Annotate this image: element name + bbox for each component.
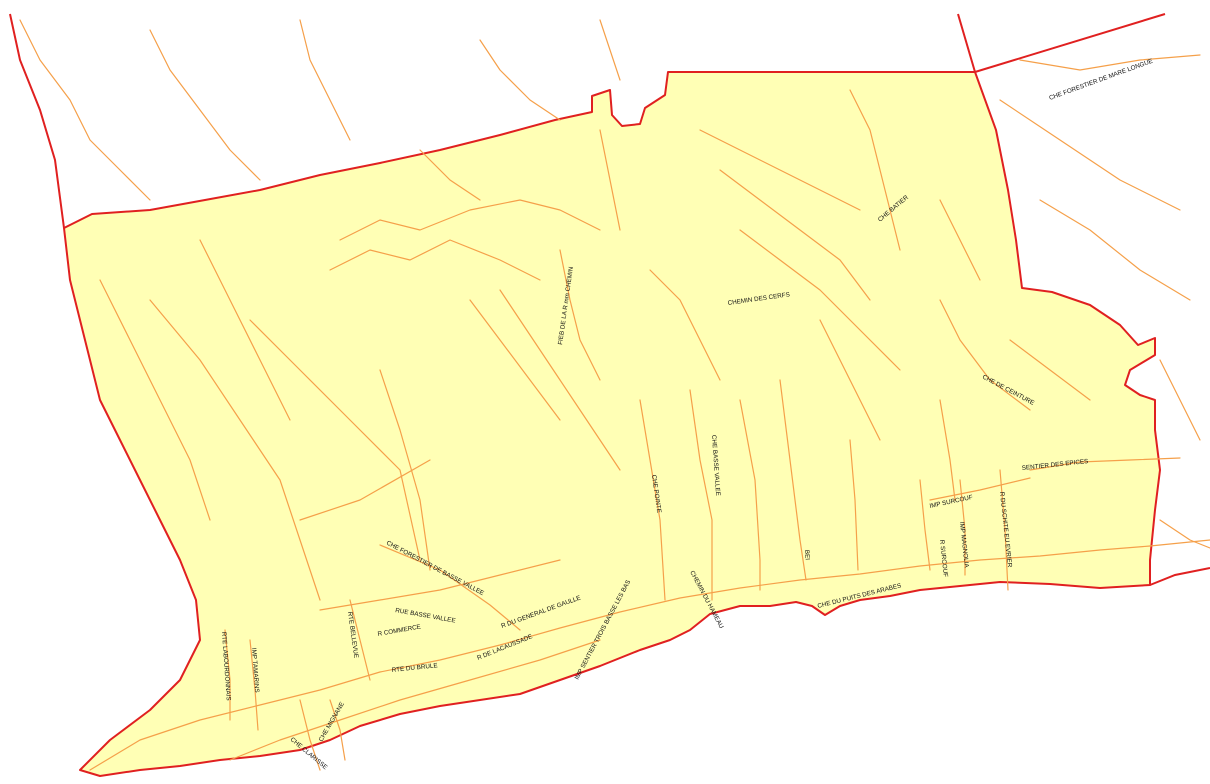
- road-network: [19, 19, 1210, 771]
- border-north-east: [974, 13, 1166, 73]
- label-che-basse-vallee: CHE BASSE VALLEE: [710, 435, 721, 496]
- border-west-coast: [9, 13, 65, 229]
- label-imp-tamarins: IMP TAMARINS: [250, 648, 260, 693]
- label-imp-magnolia: IMP MAGNOLIA: [958, 521, 970, 568]
- label-rte-du-brule: RTE DU BRULE: [391, 662, 438, 674]
- border-north-ridge: [957, 13, 976, 73]
- border-north-east-2: [1149, 567, 1210, 586]
- label-che-forestier-mare-longue: CHE FORESTIER DE MARE LONGUE: [1048, 58, 1154, 102]
- label-bei: BEI: [803, 550, 811, 561]
- label-rte-labourdonnais: RTE LABOURDONNAIS: [220, 632, 232, 701]
- label-r-surcouf: R SURCOUF: [938, 539, 949, 577]
- commune-boundary: [63, 71, 1161, 777]
